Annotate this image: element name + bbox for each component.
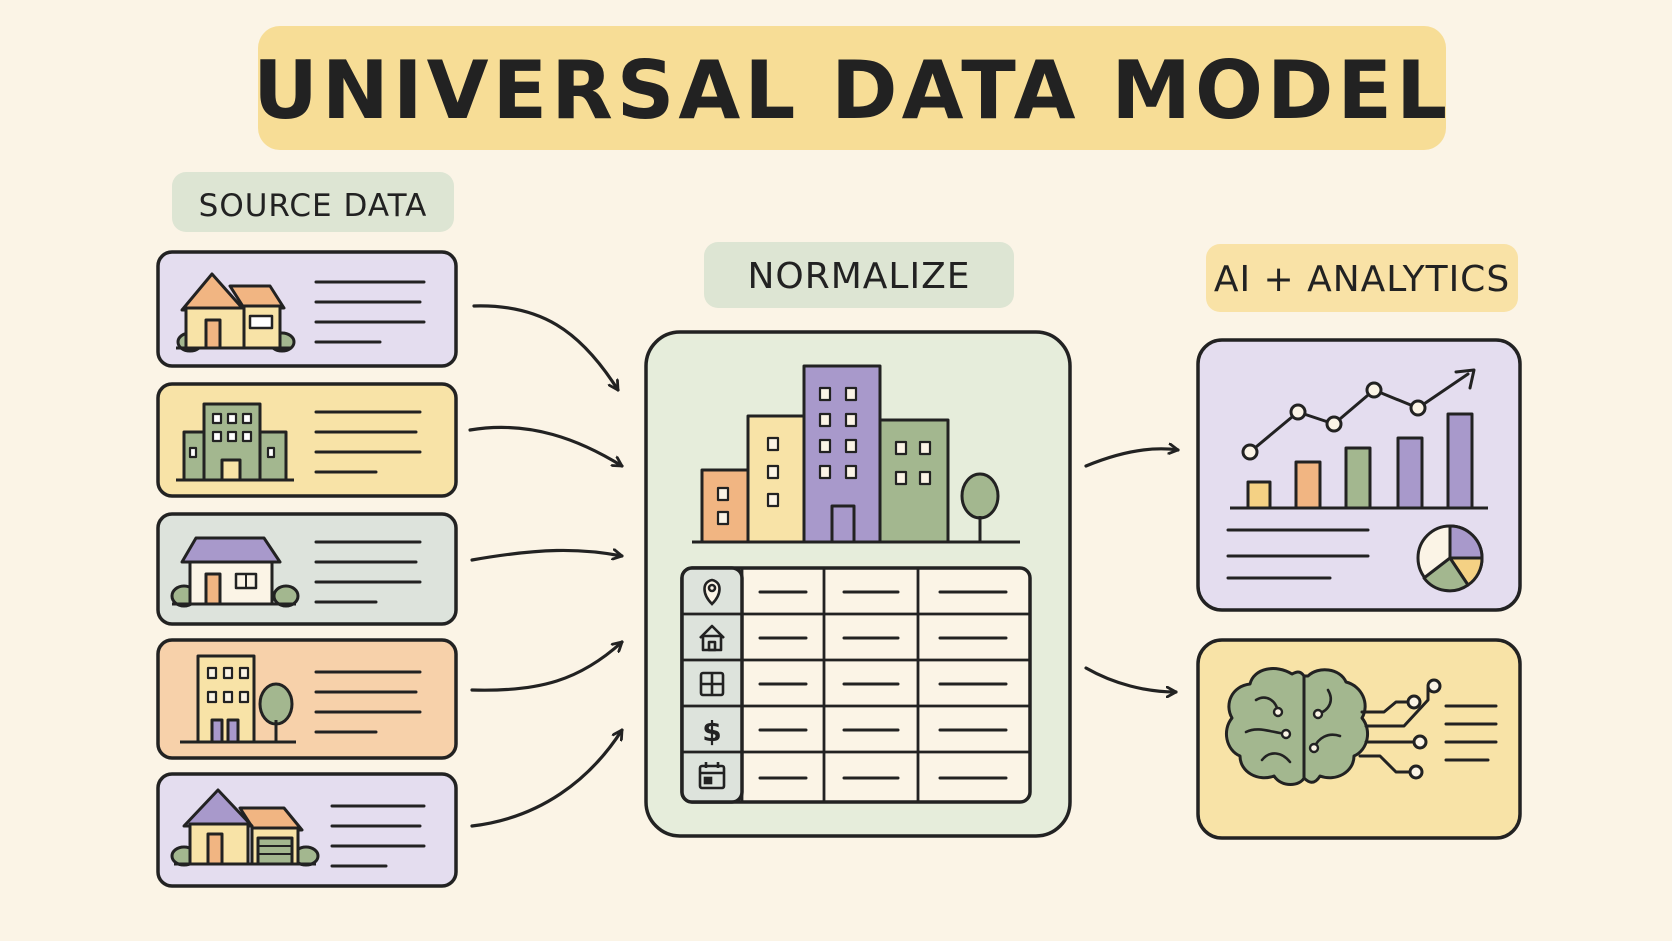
source-card-tower: [156, 638, 458, 760]
arrow-3: [470, 550, 624, 562]
source-cards: [156, 250, 458, 888]
text-lines-icon: [1226, 528, 1370, 580]
dollar-icon: $: [702, 715, 721, 748]
floorplan-icon: [699, 671, 725, 697]
arrow-1: [472, 304, 620, 392]
trend-line-icon: [1241, 368, 1476, 461]
circuit-icon: [1358, 678, 1442, 780]
ai-analytics-label: AI + ANALYTICS: [1206, 244, 1518, 312]
location-pin-icon: [703, 578, 721, 606]
source-arrows: [468, 304, 624, 828]
brain-icon: [1224, 667, 1370, 786]
text-lines-icon: [1444, 704, 1498, 762]
home-icon: [699, 624, 725, 652]
normalized-table: $: [680, 566, 1032, 804]
text-lines-icon: [314, 280, 426, 344]
house-garage-icon: [170, 788, 320, 867]
ai-panel: [1196, 638, 1522, 840]
normalize-label: NORMALIZE: [704, 242, 1014, 308]
house-icon: [176, 272, 296, 353]
analytics-panel: [1196, 338, 1522, 612]
ai-analytics-label-text: AI + ANALYTICS: [1214, 259, 1510, 300]
pie-chart-icon: [1416, 524, 1484, 593]
arrow-to-ai: [1084, 666, 1178, 692]
arrow-2: [468, 425, 624, 468]
arrow-4: [470, 640, 624, 692]
text-lines-icon: [330, 804, 426, 868]
calendar-icon: [698, 762, 726, 790]
source-data-label-text: SOURCE DATA: [199, 188, 428, 224]
bar-chart-icon: [1230, 412, 1488, 510]
normalize-panel: $: [644, 330, 1072, 838]
apartment-building-icon: [176, 402, 294, 482]
city-skyline-icon: [692, 364, 1020, 544]
tower-building-icon: [180, 654, 296, 744]
title-banner: UNIVERSAL DATA MODEL: [253, 26, 1451, 150]
source-card-house-garage: [156, 772, 458, 888]
text-lines-icon: [314, 670, 422, 734]
cottage-icon: [170, 536, 300, 608]
arrow-5: [470, 728, 624, 828]
source-card-house: [156, 250, 458, 368]
output-arrows: [1084, 449, 1180, 692]
source-card-apartment: [156, 382, 458, 498]
arrow-to-analytics: [1084, 449, 1180, 468]
source-card-cottage: [156, 512, 458, 626]
source-data-label: SOURCE DATA: [172, 172, 454, 232]
table-cells: [758, 590, 1008, 780]
page-title: UNIVERSAL DATA MODEL: [253, 44, 1451, 137]
text-lines-icon: [314, 540, 422, 604]
text-lines-icon: [314, 410, 422, 474]
normalize-label-text: NORMALIZE: [747, 256, 970, 297]
